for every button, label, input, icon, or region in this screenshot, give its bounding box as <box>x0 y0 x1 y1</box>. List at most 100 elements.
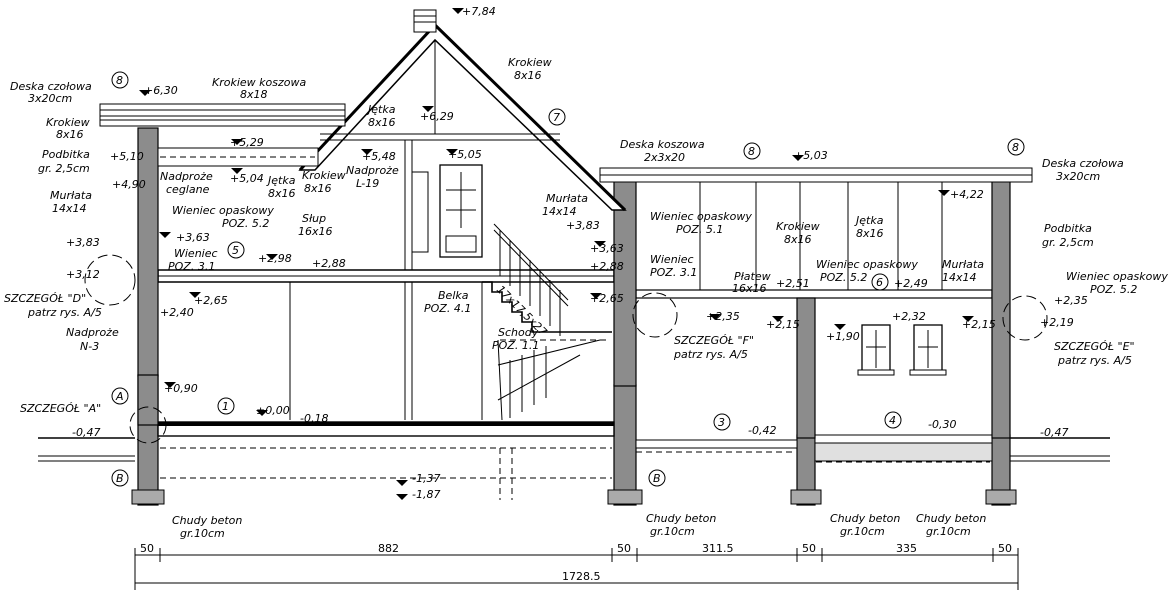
label-schody: Schody <box>498 326 539 339</box>
level-629: +6,29 <box>420 110 454 123</box>
marker-3: 3 <box>718 416 725 429</box>
level-505: +5,05 <box>448 148 482 161</box>
label-krokiew-top-size: 8x16 <box>514 69 542 82</box>
level-047-right: -0,47 <box>1040 426 1068 439</box>
label-szczegol-f-ref: patrz rys. A/5 <box>673 348 748 361</box>
main-roof <box>99 9 1033 290</box>
label-chudy-beton-1: Chudy beton <box>172 514 242 527</box>
level-219: +2,19 <box>1040 316 1074 329</box>
level-503: +5,03 <box>794 149 828 162</box>
level-363-left: +3,63 <box>176 231 210 244</box>
level-249: +2,49 <box>894 277 928 290</box>
label-wieniec-52-e: Wieniec opaskowy <box>1066 270 1168 283</box>
level-288-mid: +2,88 <box>590 260 624 273</box>
marker-4: 4 <box>889 414 896 427</box>
level-510: +5,10 <box>110 150 144 163</box>
marker-7: 7 <box>553 111 560 124</box>
label-wieniec-51-poz: POZ. 5.1 <box>676 223 723 236</box>
label-nadproze-n3: Nadproże <box>66 326 119 339</box>
label-deska-koszowa: Deska koszowa <box>620 138 705 151</box>
label-wieniec-51: Wieniec opaskowy <box>650 210 752 223</box>
markers: 8 8 8 7 5 6 1 3 4 A B B <box>111 71 1025 487</box>
marker-B-left: B <box>116 472 124 485</box>
level-137: -1,37 <box>412 472 440 485</box>
label-krokiew-top: Krokiew <box>508 56 552 69</box>
detail-circles <box>84 254 1048 444</box>
label-szczegol-e-ref: patrz rys. A/5 <box>1057 354 1132 367</box>
dimension-span-3: 335 <box>896 542 917 555</box>
level-018: -0,18 <box>300 412 328 425</box>
label-chudy-beton-4-thk: gr.10cm <box>926 525 971 538</box>
label-deska-czolowa-left-size: 3x20cm <box>28 92 72 105</box>
label-krokiew-koszowa: Krokiew koszowa <box>212 76 306 89</box>
level-240: +2,40 <box>160 306 194 319</box>
label-jetka-1: Jętka <box>366 103 396 116</box>
marker-B-right: B <box>653 472 661 485</box>
level-values: +7,84 +6,30 +6,29 +5,29 +5,10 +5,48 +5,0… <box>66 5 1088 501</box>
label-jetka-1-size: 8x16 <box>368 116 396 129</box>
label-chudy-beton-2: Chudy beton <box>646 512 716 525</box>
marker-6: 6 <box>876 276 883 289</box>
label-chudy-beton-4: Chudy beton <box>916 512 986 525</box>
label-wieniec-52-e-poz: POZ. 5.2 <box>1090 283 1137 296</box>
level-235-mid: +2,35 <box>706 310 740 323</box>
level-504: +5,04 <box>230 172 264 185</box>
label-chudy-beton-2-thk: gr.10cm <box>650 525 695 538</box>
label-szczegol-d: SZCZEGÓŁ "D" <box>4 292 86 305</box>
level-490: +4,90 <box>112 178 146 191</box>
label-murlata-left: Murłata <box>50 189 92 202</box>
level-235-right: +2,35 <box>1054 294 1088 307</box>
label-podbitka-right: Podbitka <box>1044 222 1092 235</box>
label-szczegol-e: SZCZEGÓŁ "E" <box>1054 340 1135 353</box>
level-312: +3,12 <box>66 268 100 281</box>
level-215-a: +2,15 <box>766 318 800 331</box>
label-platew-size: 16x16 <box>732 282 767 295</box>
label-deska-czolowa-right-size: 3x20cm <box>1056 170 1100 183</box>
label-wieniec-31: Wieniec <box>174 247 218 260</box>
level-090: +0,90 <box>164 382 198 395</box>
dimension-span-1: 882 <box>378 542 399 555</box>
dimension-wall-3: 50 <box>802 542 816 555</box>
stairs <box>482 223 612 421</box>
label-jetka-right-size: 8x16 <box>856 227 884 240</box>
label-wieniec-52-right-poz: POZ. 5.2 <box>820 271 867 284</box>
label-szczegol-f: SZCZEGÓŁ "F" <box>674 334 754 347</box>
dimension-lines <box>134 548 1019 590</box>
level-047-left: -0,47 <box>72 426 100 439</box>
level-784: +7,84 <box>462 5 496 18</box>
label-deska-koszowa-size: 2x3x20 <box>644 151 685 164</box>
label-jetka-2: Jętka <box>266 174 296 187</box>
marker-5: 5 <box>232 244 239 257</box>
label-deska-czolowa-right: Deska czołowa <box>1042 157 1124 170</box>
level-298: +2,98 <box>258 252 292 265</box>
level-383-mid: +3,83 <box>566 219 600 232</box>
marker-8a: 8 <box>116 74 123 87</box>
label-murlata-right: Murłata <box>942 258 984 271</box>
level-042: -0,42 <box>748 424 776 437</box>
label-nadproze-l19-size: L-19 <box>356 177 379 190</box>
label-podbitka-right-size: gr. 2,5cm <box>1042 236 1094 249</box>
level-630: +6,30 <box>144 84 178 97</box>
label-podbitka-left-size: gr. 2,5cm <box>38 162 90 175</box>
level-187: -1,87 <box>412 488 440 501</box>
marker-1: 1 <box>222 400 229 413</box>
label-murlata-left-size: 14x14 <box>52 202 87 215</box>
level-215-b: +2,15 <box>962 318 996 331</box>
label-krokiew-koszowa-size: 8x18 <box>240 88 268 101</box>
label-murlata-mid: Murłata <box>546 192 588 205</box>
dimension-wall-1: 50 <box>140 542 154 555</box>
level-548: +5,48 <box>362 150 396 163</box>
label-platew: Płatew <box>734 270 771 283</box>
level-232: +2,32 <box>892 310 926 323</box>
label-nadproze-l19: Nadproże <box>346 164 399 177</box>
label-wieniec-52-right: Wieniec opaskowy <box>816 258 918 271</box>
label-nadproze-ceglane-type: ceglane <box>166 183 210 196</box>
walls <box>137 127 1011 439</box>
label-szczegol-a: SZCZEGÓŁ "A" <box>20 402 101 415</box>
level-marks <box>139 8 974 500</box>
label-slup: Słup <box>302 212 326 225</box>
level-000: ±0,00 <box>256 404 290 417</box>
label-schody-poz: POZ. 1.1 <box>492 339 539 352</box>
marker-8b: 8 <box>748 145 755 158</box>
dimension-wall-4: 50 <box>998 542 1012 555</box>
